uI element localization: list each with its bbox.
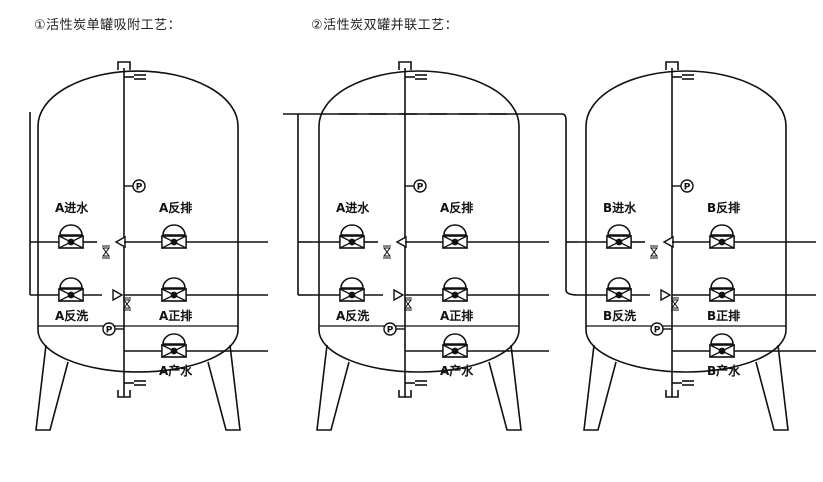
reducer-inlet (663, 236, 674, 248)
label-backwash: A反洗 (55, 308, 88, 323)
product-valve (442, 333, 468, 358)
tank-leg-right (207, 344, 241, 431)
label-backwash: A反洗 (336, 308, 369, 323)
tank-leg-right (488, 344, 522, 431)
label-product: A产水 (159, 363, 193, 378)
header-pipe-parallel (283, 113, 579, 296)
tank-shell (585, 70, 787, 373)
backwash-drain-valve (442, 224, 468, 249)
product-valve (161, 333, 187, 358)
pressure-gauge-bottom (102, 322, 116, 337)
bottom-nozzle (665, 390, 679, 398)
label-product: B产水 (707, 363, 741, 378)
bottom-nozzle (398, 390, 412, 398)
tank-shell (37, 70, 239, 373)
inlet-valve (58, 224, 84, 249)
label-backwash: B反洗 (603, 308, 636, 323)
label-inlet: A进水 (336, 200, 370, 215)
pressure-gauge-bottom (383, 322, 397, 337)
tank-leg-left (316, 344, 350, 431)
tank-3: B进水 B反排 B反洗 B正排 B产水 (578, 61, 816, 431)
reducer-inlet (396, 236, 407, 248)
inlet-valve (606, 224, 632, 249)
inlet-valve (339, 224, 365, 249)
forward-drain-valve (161, 277, 187, 302)
sight-glass-upper (649, 245, 659, 259)
tank-leg-left (35, 344, 69, 431)
pressure-gauge-top (413, 179, 427, 194)
bottom-nozzle (117, 390, 131, 398)
caption-dual-tank-parallel-process: ②活性炭双罐并联工艺： (311, 18, 459, 33)
tank-shell (318, 70, 520, 373)
label-forward-drain: A正排 (159, 308, 192, 323)
label-forward-drain: B正排 (707, 308, 740, 323)
caption-single-tank-process: ①活性炭单罐吸附工艺： (34, 18, 182, 33)
label-forward-drain: A正排 (440, 308, 473, 323)
label-inlet: B进水 (603, 200, 637, 215)
reducer-backwash (112, 289, 123, 301)
backwash-drain-valve (709, 224, 735, 249)
reducer-backwash (660, 289, 671, 301)
top-nozzle (398, 61, 412, 70)
label-backwash-drain: B反排 (707, 200, 740, 215)
label-backwash-drain: A反排 (159, 200, 192, 215)
top-nozzle (117, 61, 131, 70)
reducer-backwash (393, 289, 404, 301)
forward-drain-valve (442, 277, 468, 302)
pressure-gauge-bottom (650, 322, 664, 337)
backwash-valve (606, 277, 632, 302)
pressure-gauge-top (132, 179, 146, 194)
label-inlet: A进水 (55, 200, 89, 215)
tank-leg-right (755, 344, 789, 431)
top-nozzle (665, 61, 679, 70)
label-backwash-drain: A反排 (440, 200, 473, 215)
backwash-valve (58, 277, 84, 302)
tank-leg-left (583, 344, 617, 431)
sight-glass-upper (101, 245, 111, 259)
backwash-drain-valve (161, 224, 187, 249)
backwash-valve (339, 277, 365, 302)
forward-drain-valve (709, 277, 735, 302)
tank-2: A进水 A反排 A反洗 A正排 A产水 (311, 61, 549, 431)
pressure-gauge-top (680, 179, 694, 194)
tank-1: A进水 A反排 A反洗 A正排 A产水 (30, 61, 268, 431)
product-valve (709, 333, 735, 358)
sight-glass-upper (382, 245, 392, 259)
label-product: A产水 (440, 363, 474, 378)
reducer-inlet (115, 236, 126, 248)
